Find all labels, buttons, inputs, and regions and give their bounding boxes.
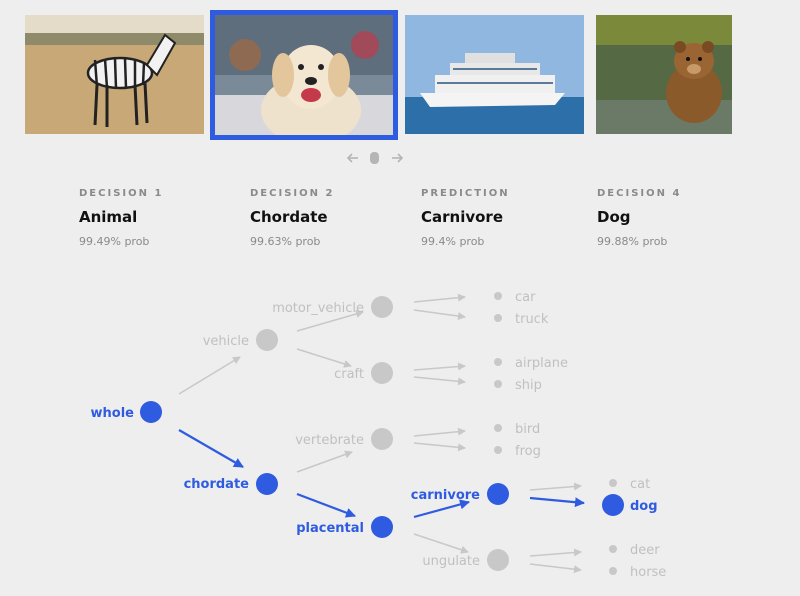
node-placental[interactable]: placental [296,516,393,538]
leaf-car[interactable]: car [494,290,536,305]
svg-text:dog: dog [630,499,658,514]
svg-text:truck: truck [515,312,549,327]
svg-text:whole: whole [91,406,135,421]
decision-value: Animal [79,208,163,226]
decision-2: DECISION 2 Chordate 99.63% prob [250,188,334,248]
node-vertebrate[interactable]: vertebrate [295,428,393,450]
cruise-ship-image [405,15,584,134]
zebra-image [25,15,204,134]
decision-prob: 99.63% prob [250,235,334,248]
node-ungulate[interactable]: ungulate [422,549,509,571]
arrow-left-icon[interactable] [348,154,358,162]
svg-text:deer: deer [630,543,660,558]
svg-text:chordate: chordate [184,477,250,492]
leaf-horse[interactable]: horse [609,565,666,580]
svg-text:airplane: airplane [515,356,568,371]
decision-label: DECISION 2 [250,188,334,199]
svg-text:carnivore: carnivore [411,488,480,503]
svg-text:craft: craft [334,367,364,382]
leaf-dog[interactable]: dog [602,494,658,516]
decision-4: DECISION 4 Dog 99.88% prob [597,188,681,248]
mouse-icon [370,152,379,164]
svg-text:bird: bird [515,422,540,437]
node-motor-vehicle[interactable]: motor_vehicle [272,296,393,318]
leaf-ship[interactable]: ship [494,378,542,393]
decision-prob: 99.88% prob [597,235,681,248]
node-whole[interactable]: whole [91,401,162,423]
svg-text:horse: horse [630,565,666,580]
dog-image [215,15,393,135]
leaf-truck[interactable]: truck [494,312,549,327]
leaf-cat[interactable]: cat [609,477,650,492]
svg-text:ungulate: ungulate [422,554,480,569]
node-chordate[interactable]: chordate [184,473,278,495]
svg-text:frog: frog [515,444,541,459]
decision-prob: 99.4% prob [421,235,510,248]
thumbnail-zebra[interactable] [25,15,204,134]
node-vehicle[interactable]: vehicle [203,329,278,351]
decision-prob: 99.49% prob [79,235,163,248]
thumbnail-dog[interactable] [215,15,393,135]
svg-text:cat: cat [630,477,650,492]
decision-value: Chordate [250,208,334,226]
decision-label: DECISION 4 [597,188,681,199]
carousel-nav [347,151,407,165]
prediction: PREDICTION Carnivore 99.4% prob [421,188,510,248]
decision-value: Dog [597,208,681,226]
leaf-frog[interactable]: frog [494,444,541,459]
arrow-right-icon[interactable] [392,154,402,162]
decision-label: PREDICTION [421,188,510,199]
bear-image [596,15,732,134]
svg-text:vertebrate: vertebrate [295,433,364,448]
node-craft[interactable]: craft [334,362,393,384]
leaf-airplane[interactable]: airplane [494,356,568,371]
svg-text:motor_vehicle: motor_vehicle [272,301,364,316]
svg-text:placental: placental [296,521,364,536]
svg-text:vehicle: vehicle [203,334,249,349]
leaf-deer[interactable]: deer [609,543,660,558]
svg-text:ship: ship [515,378,542,393]
node-carnivore[interactable]: carnivore [411,483,509,505]
decision-tree: vehicle motor_vehicle craft vertebrate u… [0,270,800,596]
decision-value: Carnivore [421,208,510,226]
thumbnail-bear[interactable] [596,15,732,134]
thumbnail-cruise-ship[interactable] [405,15,584,134]
decision-label: DECISION 1 [79,188,163,199]
svg-text:car: car [515,290,536,305]
leaf-bird[interactable]: bird [494,422,540,437]
decision-1: DECISION 1 Animal 99.49% prob [79,188,163,248]
